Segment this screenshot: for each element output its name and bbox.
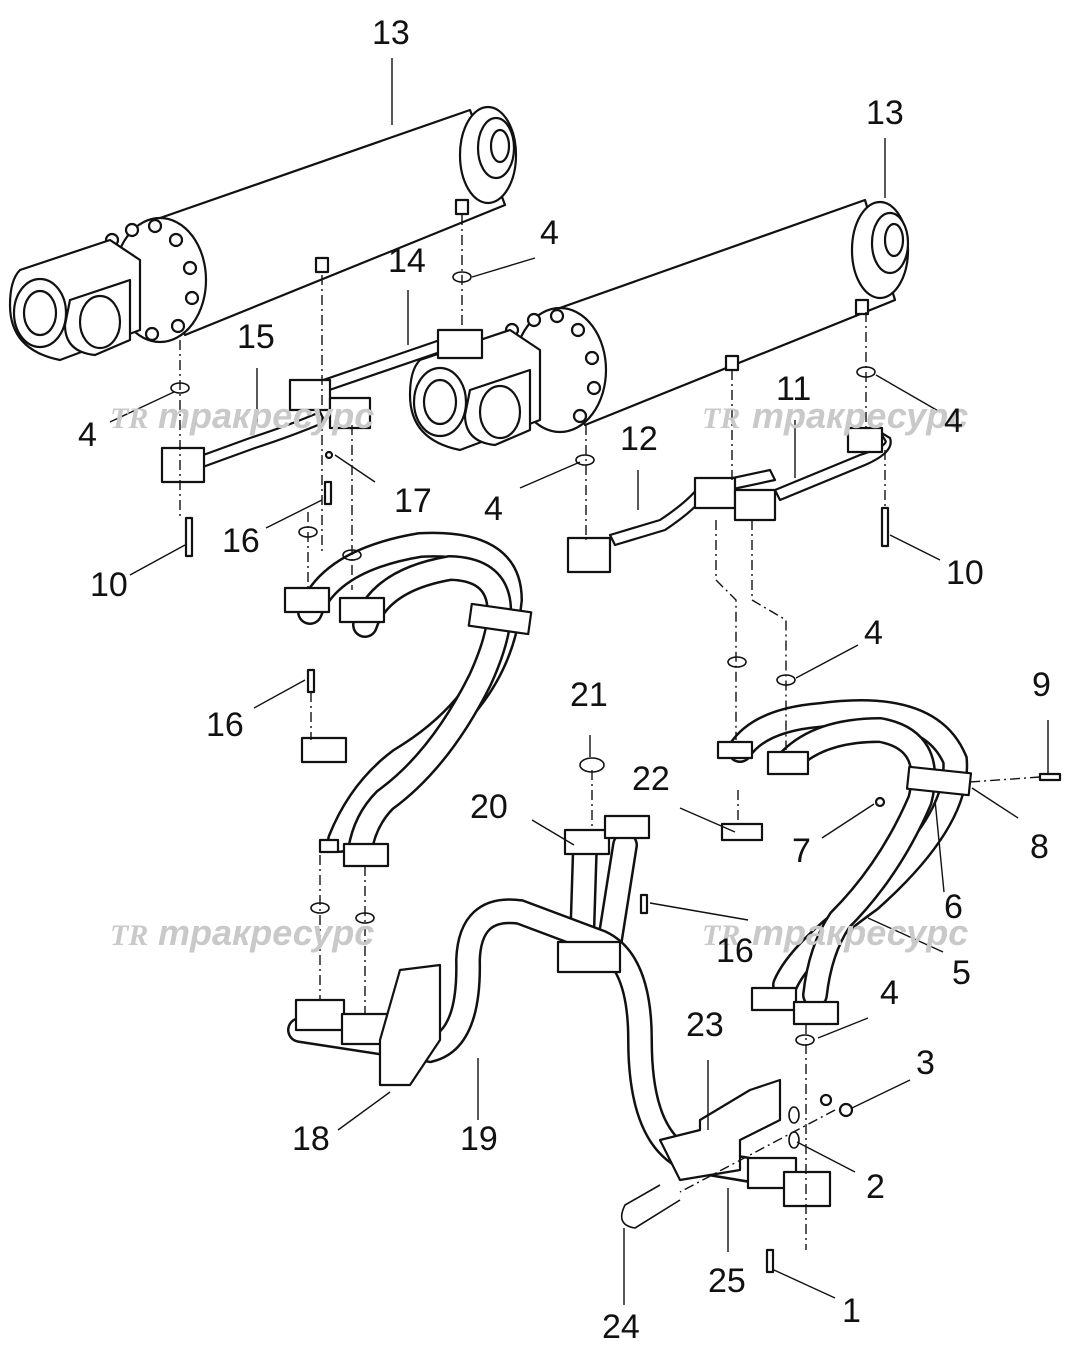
- right-hose-pair: [716, 699, 973, 1026]
- callout-24: 24: [602, 1308, 640, 1346]
- callout-19: 19: [460, 1120, 498, 1158]
- callout-4-lower-right: 4: [880, 974, 899, 1012]
- watermark-upper-right: TR тракресурс: [702, 395, 968, 436]
- callout-15: 15: [237, 318, 275, 356]
- callout-1: 1: [842, 1292, 861, 1330]
- callout-16-lower: 16: [716, 932, 754, 970]
- callout-8: 8: [1030, 828, 1049, 866]
- svg-text:тракресурс: тракресурс: [752, 395, 968, 436]
- callout-7: 7: [792, 832, 811, 870]
- leader-lines: [109, 58, 1049, 1305]
- callout-18: 18: [292, 1120, 330, 1158]
- svg-text:тракресурс: тракресурс: [158, 912, 374, 953]
- alignment-lines: [179, 215, 1041, 1250]
- callout-2: 2: [866, 1168, 885, 1206]
- callout-4-center: 4: [484, 490, 503, 528]
- callout-4-right: 4: [944, 402, 963, 440]
- center-tube-assembly: [287, 814, 832, 1229]
- callout-21: 21: [570, 676, 608, 714]
- right-pipe-assembly: [566, 426, 892, 574]
- bolts: [184, 450, 1062, 1274]
- callout-22: 22: [632, 760, 670, 798]
- callout-20: 20: [470, 788, 508, 826]
- callout-5: 5: [952, 954, 971, 992]
- callout-6: 6: [944, 888, 963, 926]
- callout-14: 14: [388, 242, 426, 280]
- callout-16-upper: 16: [222, 522, 260, 560]
- callout-labels: 13 13 14 15 4 4 4 4 4 4 17 16 16 16 10 1…: [78, 14, 1051, 1346]
- watermark-upper-left: TR тракресурс: [110, 395, 374, 436]
- callout-17: 17: [394, 482, 432, 520]
- callout-11: 11: [776, 370, 811, 408]
- callout-4-top: 4: [540, 214, 559, 252]
- svg-text:TR: TR: [110, 919, 148, 952]
- left-hydraulic-cylinder: [8, 105, 518, 362]
- callout-25: 25: [708, 1262, 746, 1300]
- callout-13-left: 13: [372, 14, 410, 52]
- watermark-lower-right: TR тракресурс: [702, 912, 968, 953]
- callout-4-left: 4: [78, 416, 97, 454]
- callout-12: 12: [620, 420, 658, 458]
- callout-9: 9: [1032, 666, 1051, 704]
- right-hydraulic-cylinder: [408, 198, 910, 452]
- callout-13-right: 13: [866, 94, 904, 132]
- svg-text:тракресурс: тракресурс: [158, 395, 374, 436]
- callout-3: 3: [916, 1044, 935, 1082]
- callout-16-middle: 16: [206, 706, 244, 744]
- svg-text:TR: TR: [110, 402, 148, 435]
- left-pipe-assembly: [160, 328, 484, 484]
- watermark-lower-left: TR тракресурс: [110, 912, 374, 953]
- callout-23: 23: [686, 1006, 724, 1044]
- svg-text:TR: TR: [702, 919, 740, 952]
- callout-10-right: 10: [946, 554, 984, 592]
- callout-10-left: 10: [90, 566, 128, 604]
- callout-4-mid-right: 4: [864, 614, 883, 652]
- svg-text:TR: TR: [702, 402, 740, 435]
- left-hose-pair: [283, 531, 533, 868]
- svg-text:тракресурс: тракресурс: [752, 912, 968, 953]
